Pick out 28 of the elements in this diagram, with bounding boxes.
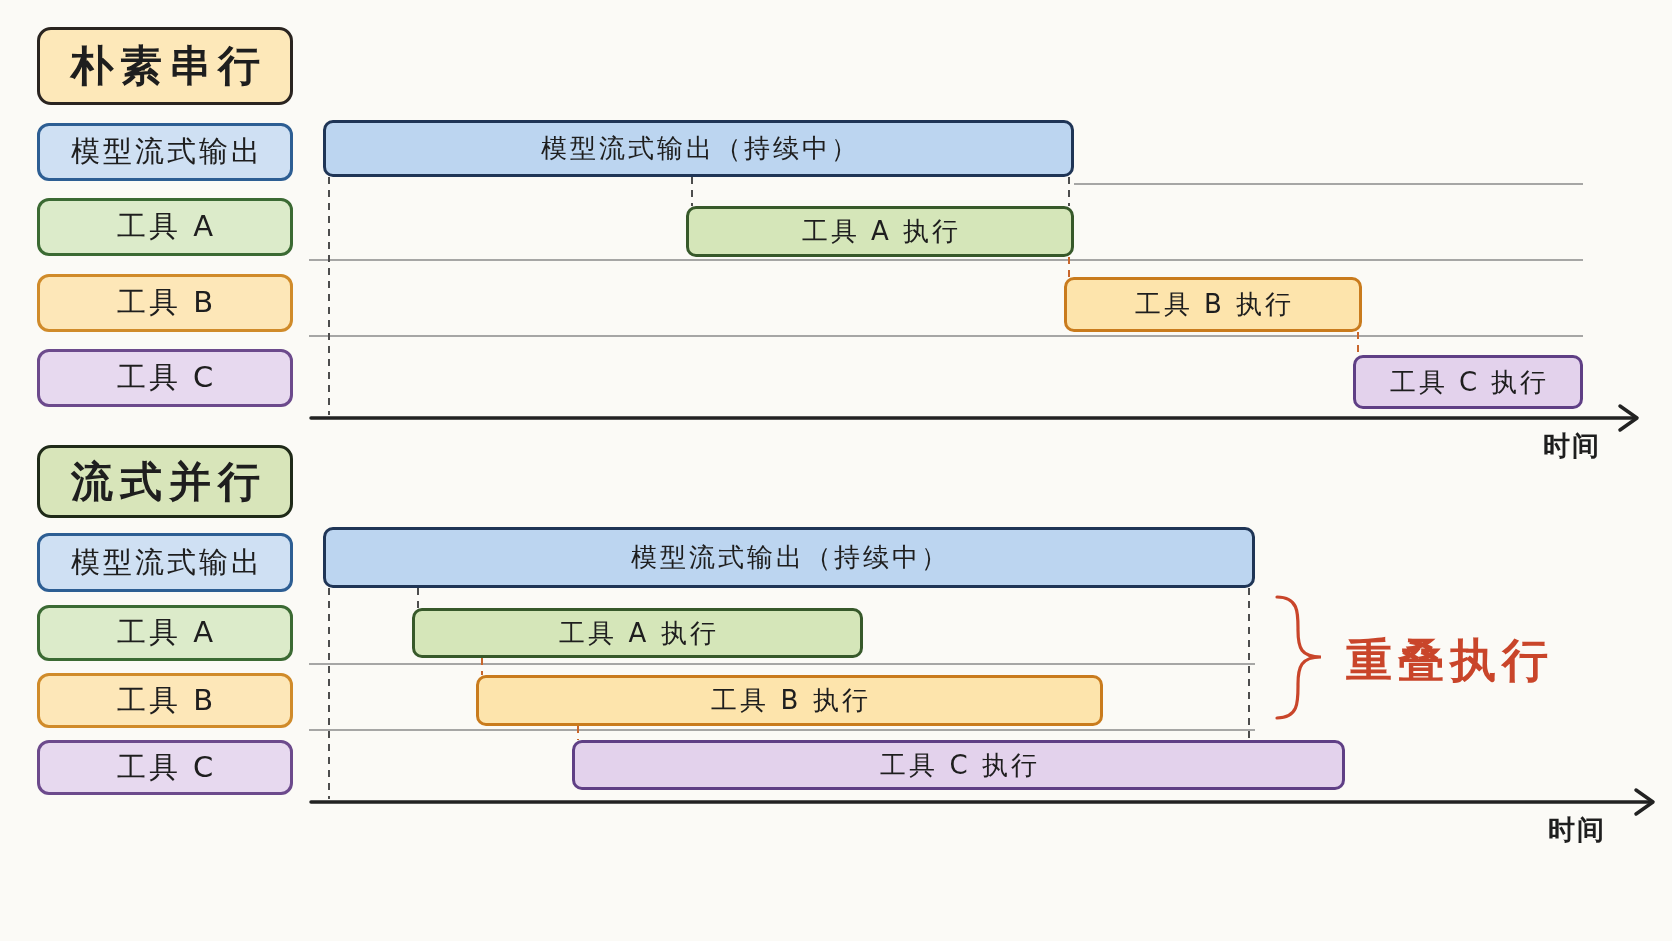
connector-line	[1068, 256, 1070, 278]
timeline-bar: 工具 C 执行	[1353, 355, 1583, 409]
timeline-bar: 模型流式输出（持续中）	[323, 527, 1255, 588]
lane-label-box: 工具 A	[37, 605, 293, 661]
timeline-bar: 模型流式输出（持续中）	[323, 120, 1074, 177]
lane-label-box: 工具 C	[37, 740, 293, 795]
connector-line	[691, 176, 693, 207]
section-title-box: 流式并行	[37, 445, 293, 518]
connector-line	[481, 657, 483, 676]
lane-label-box: 工具 A	[37, 198, 293, 256]
lane-label-box: 工具 B	[37, 274, 293, 332]
connector-line	[1068, 176, 1070, 207]
connector-line	[417, 587, 419, 609]
timeline-bar: 工具 C 执行	[572, 740, 1345, 790]
section-title-box: 朴素串行	[37, 27, 293, 105]
timeline-bar: 工具 A 执行	[686, 206, 1074, 257]
lane-label-box: 工具 B	[37, 673, 293, 728]
lane-label-box: 模型流式输出	[37, 123, 293, 181]
timeline-bar: 工具 B 执行	[1064, 277, 1362, 332]
timeline-bar: 工具 A 执行	[412, 608, 863, 658]
connector-line	[1248, 587, 1250, 741]
axis-label: 时间	[1548, 814, 1606, 846]
timeline-bar: 工具 B 执行	[476, 675, 1103, 726]
axis-label: 时间	[1543, 430, 1601, 462]
lane-label-box: 工具 C	[37, 349, 293, 407]
connector-line	[577, 725, 579, 741]
lane-label-box: 模型流式输出	[37, 533, 293, 592]
annotation-label: 重叠执行	[1346, 634, 1554, 687]
